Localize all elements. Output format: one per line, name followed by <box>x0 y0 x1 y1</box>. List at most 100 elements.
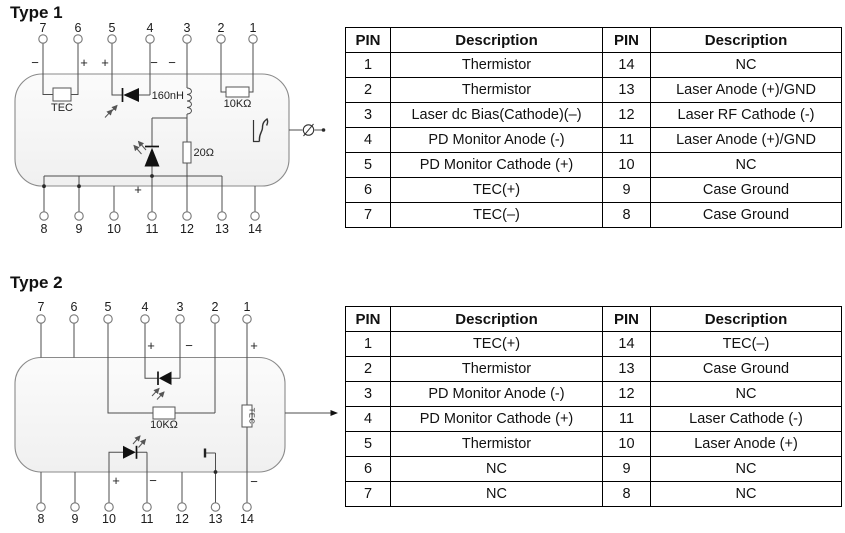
pin-cell: 8 <box>602 481 651 507</box>
col-header-pin: PIN <box>345 27 391 53</box>
table-row: 5 Thermistor 10 Laser Anode (+) <box>345 431 842 457</box>
type1-tec-block-icon <box>52 87 72 102</box>
desc-cell: NC <box>650 381 842 407</box>
pin-number: 10 <box>107 222 121 236</box>
pin-number: 12 <box>180 222 194 236</box>
col-header-description: Description <box>390 306 603 332</box>
type2-top-pins: 7 6 5 4 3 2 1 <box>36 300 252 324</box>
table-row: 1 TEC(+) 14 TEC(–) <box>345 331 842 357</box>
type2-polarity-marks: + − + + − − <box>112 338 258 489</box>
polarity-mark: + <box>80 55 88 70</box>
pin-terminal <box>210 314 220 324</box>
desc-cell: NC <box>390 456 603 482</box>
desc-cell: Thermistor <box>390 356 603 382</box>
pin-number: 4 <box>142 300 149 314</box>
pin-number: 7 <box>38 300 45 314</box>
desc-cell: TEC(–) <box>390 202 603 228</box>
table-row: 5 PD Monitor Cathode (+) 10 NC <box>345 152 842 178</box>
pin-cell: 1 <box>345 331 391 357</box>
type1-photodiode-icon <box>104 88 139 118</box>
type2-package-outline <box>14 356 286 473</box>
pin-terminal <box>103 314 113 324</box>
pin-cell: 12 <box>602 102 651 128</box>
table-row: 6 NC 9 NC <box>345 456 842 482</box>
type1-pinout-diagram: TEC 160nH 20Ω 10KΩ <box>14 21 326 236</box>
desc-cell: Laser Anode (+)/GND <box>650 77 842 103</box>
pin-number: 12 <box>175 512 189 526</box>
type1-fiber-connector-icon <box>302 123 326 137</box>
desc-cell: Thermistor <box>390 52 603 78</box>
table-row: 3 Laser dc Bias(Cathode)(–) 12 Laser RF … <box>345 102 842 128</box>
pin-terminal <box>36 314 46 324</box>
pin-cell: 5 <box>345 431 391 457</box>
desc-cell: NC <box>650 481 842 507</box>
pin-number: 9 <box>72 512 79 526</box>
desc-cell: Thermistor <box>390 431 603 457</box>
type1-top-pins: 7 6 5 4 3 2 1 <box>38 21 258 44</box>
pin-number: 1 <box>250 21 257 35</box>
type1-series-resistor-icon <box>182 141 192 164</box>
desc-cell: Case Ground <box>650 356 842 382</box>
pin-cell: 10 <box>602 431 651 457</box>
type1-polarity-marks: − + + − − + <box>31 55 176 197</box>
table-row: 7 NC 8 NC <box>345 481 842 507</box>
polarity-mark: + <box>147 338 155 353</box>
table-row: 2 Thermistor 13 Case Ground <box>345 356 842 382</box>
pin-number: 11 <box>141 512 154 526</box>
desc-cell: TEC(+) <box>390 331 603 357</box>
polarity-mark: + <box>101 55 109 70</box>
polarity-mark: + <box>134 182 142 197</box>
pin-terminal <box>107 34 117 44</box>
pin-terminal <box>182 34 192 44</box>
pin-terminal <box>142 502 152 512</box>
pin-number: 13 <box>215 222 229 236</box>
table-row: 7 TEC(–) 8 Case Ground <box>345 202 842 228</box>
desc-cell: PD Monitor Anode (-) <box>390 381 603 407</box>
type2-thermistor-icon <box>152 406 176 420</box>
pin-cell: 9 <box>602 456 651 482</box>
pin-number: 10 <box>102 512 116 526</box>
pin-number: 4 <box>147 21 154 35</box>
pin-number: 6 <box>75 21 82 35</box>
pin-terminal <box>177 502 187 512</box>
pin-cell: 4 <box>345 406 391 432</box>
desc-cell: PD Monitor Cathode (+) <box>390 152 603 178</box>
polarity-mark: + <box>250 338 258 353</box>
pin-cell: 8 <box>602 202 651 228</box>
pin-cell: 3 <box>345 102 391 128</box>
type1-thermistor-icon <box>225 86 250 98</box>
type1-wiring <box>42 43 322 212</box>
desc-cell: Laser dc Bias(Cathode)(–) <box>390 102 603 128</box>
table-row: 4 PD Monitor Anode (-) 11 Laser Anode (+… <box>345 127 842 153</box>
pin-terminal <box>73 34 83 44</box>
table-row: 3 PD Monitor Anode (-) 12 NC <box>345 381 842 407</box>
desc-cell: Laser RF Cathode (-) <box>650 102 842 128</box>
pin-cell: 7 <box>345 202 391 228</box>
type2-tec-block-icon <box>241 404 253 428</box>
pin-cell: 14 <box>602 52 651 78</box>
pin-number: 2 <box>218 21 225 35</box>
pin-terminal <box>210 502 221 512</box>
type1-inductor-icon <box>186 87 192 115</box>
pin-terminal <box>140 314 150 324</box>
desc-cell: Laser Anode (+) <box>650 431 842 457</box>
pin-cell: 13 <box>602 77 651 103</box>
pin-number: 9 <box>76 222 83 236</box>
polarity-mark: − <box>31 55 39 70</box>
pin-cell: 14 <box>602 331 651 357</box>
pin-terminal <box>242 314 252 324</box>
type2-tec-label: TEC <box>248 408 257 425</box>
pin-terminal <box>70 502 80 512</box>
pin-cell: 6 <box>345 456 391 482</box>
polarity-mark: − <box>185 338 193 353</box>
pin-number: 5 <box>105 300 112 314</box>
type1-series-resistor-label: 20Ω <box>194 147 214 159</box>
table-row: 1 Thermistor 14 NC <box>345 52 842 78</box>
pin-terminal <box>36 502 46 512</box>
polarity-mark: − <box>150 55 158 70</box>
pin-number: 11 <box>146 222 159 236</box>
table-header-row: PIN Description PIN Description <box>345 27 842 53</box>
type2-wiring <box>40 323 248 503</box>
desc-cell: NC <box>390 481 603 507</box>
pin-terminal <box>217 211 227 221</box>
